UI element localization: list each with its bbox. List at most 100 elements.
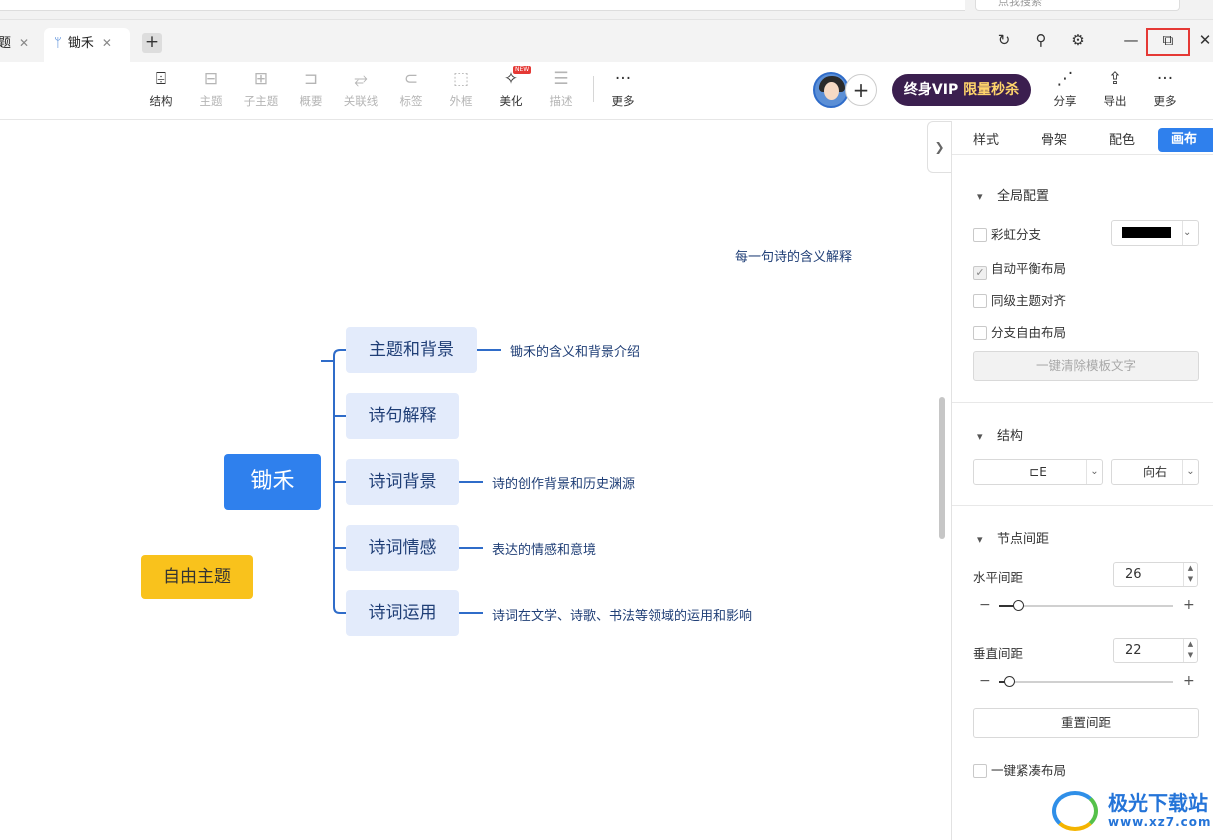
subtopic-note[interactable]: 诗词在文学、诗歌、书法等领域的运用和影响 — [492, 609, 753, 624]
watermark-logo-icon — [1052, 791, 1098, 831]
beautify-button[interactable]: ✧ NEW 美化 — [488, 66, 534, 112]
increase-icon[interactable]: + — [1183, 673, 1195, 689]
more-icon: ··· — [1156, 69, 1174, 89]
vip-promo-text: 限量秒杀 — [963, 82, 1020, 98]
clear-template-text-button[interactable]: 一键清除模板文字 — [973, 351, 1199, 381]
compact-layout-checkbox[interactable]: 一键紧凑布局 — [973, 760, 1066, 779]
checkbox-box[interactable] — [973, 294, 987, 308]
boundary-button[interactable]: ⬚ 外框 — [438, 66, 484, 112]
subtopic-note[interactable]: 表达的情感和意境 — [492, 543, 597, 558]
direction-select[interactable]: 向右 ⌄ — [1111, 459, 1199, 485]
tag-button[interactable]: ⊂ 标签 — [388, 66, 434, 112]
vertical-spacing-label: 垂直间距 — [973, 646, 1024, 661]
auto-balance-checkbox[interactable]: ✓自动平衡布局 — [973, 258, 1066, 280]
tab-style[interactable]: 样式 — [973, 133, 1000, 148]
close-window-button[interactable]: ✕ — [1198, 31, 1212, 49]
export-label: 导出 — [1103, 94, 1127, 108]
slider-handle[interactable] — [1013, 600, 1024, 611]
description-button[interactable]: ☰ 描述 — [538, 66, 584, 112]
branch-topic[interactable]: 诗词运用 — [346, 590, 459, 636]
mindmap-file-icon: ᛘ — [54, 36, 62, 51]
subtopic-note[interactable]: 诗的创作背景和历史渊源 — [492, 477, 636, 492]
reset-spacing-button[interactable]: 重置间距 — [973, 708, 1199, 738]
vertical-spacing-slider[interactable] — [999, 676, 1173, 687]
watermark: 极光下载站 www.xz7.com — [1050, 785, 1211, 837]
avatar[interactable] — [813, 72, 849, 108]
topic-button[interactable]: ⊟ 主题 — [188, 66, 234, 112]
topic-icon: ⊟ — [203, 69, 219, 89]
minimize-button[interactable]: — — [1123, 31, 1139, 49]
stepper-icon[interactable]: ▲▼ — [1183, 563, 1197, 586]
subtopic-button[interactable]: ⊞ 子主题 — [238, 66, 284, 112]
increase-icon[interactable]: + — [1183, 597, 1195, 613]
section-title: 节点间距 — [997, 532, 1050, 547]
beautify-label: 美化 — [499, 94, 523, 108]
section-node-spacing[interactable]: ▾ 节点间距 — [977, 528, 1049, 547]
tab-canvas[interactable]: 画布 — [1158, 128, 1213, 152]
rainbow-color-picker[interactable]: ⌄ — [1111, 220, 1199, 246]
root-topic[interactable]: 锄禾 — [224, 454, 321, 510]
close-tab-icon[interactable]: ✕ — [101, 36, 112, 50]
rainbow-branch-checkbox[interactable]: 彩虹分支 — [973, 224, 1041, 243]
more-menu-button[interactable]: ··· 更多 — [1142, 66, 1188, 112]
section-structure[interactable]: ▾结构 — [977, 425, 1023, 444]
checkbox-box[interactable] — [973, 764, 987, 778]
free-topic[interactable]: 自由主题 — [141, 555, 253, 599]
collapse-panel-chevron-icon[interactable]: ❯ — [927, 121, 951, 173]
relation-line-button[interactable]: ⥂ 关联线 — [338, 66, 384, 112]
share-icon: ⋰ — [1056, 69, 1074, 89]
chevron-down-icon: ▾ — [977, 533, 983, 546]
subtopic-note[interactable]: 锄禾的含义和背景介绍 — [510, 345, 641, 360]
branch-topic[interactable]: 诗词情感 — [346, 525, 459, 571]
layout-structure-select[interactable]: ⊏E ⌄ — [973, 459, 1103, 485]
summary-icon: ⊐ — [303, 69, 319, 89]
tab-color-scheme[interactable]: 配色 — [1109, 133, 1136, 148]
checkbox-box[interactable] — [973, 228, 987, 242]
refresh-icon[interactable]: ↻ — [997, 31, 1011, 49]
watermark-title: 极光下载站 — [1108, 791, 1208, 815]
summary-button[interactable]: ⊐ 概要 — [288, 66, 334, 112]
magic-wand-icon: ✧ — [503, 69, 519, 89]
structure-button[interactable]: ⌹ 结构 — [138, 66, 184, 112]
chevron-down-icon: ⌄ — [1086, 460, 1102, 484]
horizontal-spacing-slider[interactable] — [999, 600, 1173, 611]
checkbox-box[interactable] — [973, 326, 987, 340]
browser-search-box[interactable]: 点我搜索 — [975, 0, 1180, 11]
mindmap-canvas[interactable]: 锄禾 主题和背景 诗句解释 诗词背景 诗词情感 诗词运用 锄禾的含义和背景介绍 … — [0, 121, 951, 840]
description-icon: ☰ — [553, 69, 569, 89]
address-bar[interactable] — [0, 0, 965, 11]
pin-icon[interactable]: ⚲ — [1035, 31, 1047, 49]
toolbar-more-button[interactable]: ··· 更多 — [600, 66, 646, 112]
checkbox-box[interactable]: ✓ — [973, 266, 987, 280]
restore-button[interactable]: ⧉ — [1162, 31, 1174, 49]
align-same-level-checkbox[interactable]: 同级主题对齐 — [973, 290, 1066, 309]
horizontal-spacing-input[interactable]: 26 ▲▼ — [1113, 562, 1198, 587]
topic-label: 主题 — [199, 94, 223, 108]
new-tab-button[interactable]: + — [142, 33, 162, 53]
stepper-icon[interactable]: ▲▼ — [1183, 639, 1197, 662]
vertical-scrollbar[interactable] — [939, 397, 945, 539]
branch-topic[interactable]: 主题和背景 — [346, 327, 477, 373]
section-global-config[interactable]: ▾全局配置 — [977, 185, 1049, 204]
tag-label: 标签 — [399, 94, 423, 108]
tab-label: 题 — [0, 36, 12, 51]
close-tab-icon[interactable]: ✕ — [19, 36, 30, 50]
add-collaborator-button[interactable]: + — [845, 74, 877, 106]
export-button[interactable]: ⇪ 导出 — [1092, 66, 1138, 112]
decrease-icon[interactable]: − — [979, 673, 991, 689]
decrease-icon[interactable]: − — [979, 597, 991, 613]
tab-skeleton[interactable]: 骨架 — [1041, 133, 1068, 148]
branch-topic[interactable]: 诗句解释 — [346, 393, 459, 439]
floating-note[interactable]: 每一句诗的含义解释 — [735, 250, 853, 265]
branch-topic[interactable]: 诗词背景 — [346, 459, 459, 505]
chevron-down-icon: ▾ — [977, 430, 983, 443]
free-branch-layout-checkbox[interactable]: 分支自由布局 — [973, 322, 1066, 341]
share-button[interactable]: ⋰ 分享 — [1042, 66, 1088, 112]
settings-icon[interactable]: ⚙ — [1071, 31, 1085, 49]
slider-handle[interactable] — [1004, 676, 1015, 687]
section-title: 全局配置 — [997, 189, 1050, 204]
vertical-spacing-input[interactable]: 22 ▲▼ — [1113, 638, 1198, 663]
tab-previous[interactable]: 题✕ — [0, 28, 42, 62]
vip-promo-button[interactable]: 终身VIP 限量秒杀 — [892, 74, 1031, 106]
